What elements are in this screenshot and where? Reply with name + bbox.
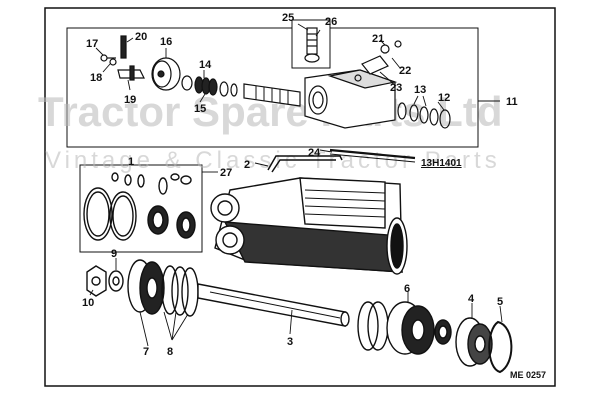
callout-24: 24 xyxy=(308,147,321,159)
callout-6: 6 xyxy=(404,283,410,295)
callout-11: 11 xyxy=(506,96,518,108)
callout-25: 25 xyxy=(282,12,294,24)
piston-assembly-parts xyxy=(86,259,513,374)
callout-9: 9 xyxy=(111,248,117,260)
callout-27: 27 xyxy=(220,167,232,179)
callout-10: 10 xyxy=(82,297,94,309)
callout-19: 19 xyxy=(124,94,136,106)
callout-4: 4 xyxy=(468,293,475,305)
valve-assembly-frame xyxy=(66,27,479,148)
callout-1: 1 xyxy=(128,156,134,168)
drawing-reference: ME 0257 xyxy=(510,370,546,380)
bleed-screw-frame xyxy=(291,19,331,69)
cylinder-body xyxy=(210,177,408,275)
callout-15: 15 xyxy=(194,103,206,115)
callout-23: 23 xyxy=(390,82,402,94)
callout-5: 5 xyxy=(497,296,503,308)
callout-3: 3 xyxy=(287,336,293,348)
seal-kit-parts xyxy=(83,172,196,241)
callout-16: 16 xyxy=(160,36,172,48)
callout-26: 26 xyxy=(325,16,337,28)
part-number: 13H1401 xyxy=(421,158,462,169)
feed-pipe xyxy=(267,148,416,173)
callout-18: 18 xyxy=(90,72,102,84)
callout-17: 17 xyxy=(86,38,98,50)
callout-13: 13 xyxy=(414,84,426,96)
callout-21: 21 xyxy=(372,33,384,45)
outer-frame xyxy=(44,7,556,387)
callout-2: 2 xyxy=(244,159,250,171)
callout-labels: 17 20 16 18 19 14 15 25 26 21 22 23 13 1… xyxy=(82,12,518,358)
valve-parts xyxy=(100,27,451,129)
callout-7: 7 xyxy=(143,346,149,358)
callout-12: 12 xyxy=(438,92,450,104)
callout-22: 22 xyxy=(399,65,411,77)
callout-14: 14 xyxy=(199,59,212,71)
callout-8: 8 xyxy=(167,346,173,358)
callout-20: 20 xyxy=(135,31,147,43)
leader-lines xyxy=(89,23,503,347)
watermark-subtitle: Vintage & Classic Tractor Parts xyxy=(45,147,501,174)
seal-kit-frame xyxy=(79,164,203,253)
